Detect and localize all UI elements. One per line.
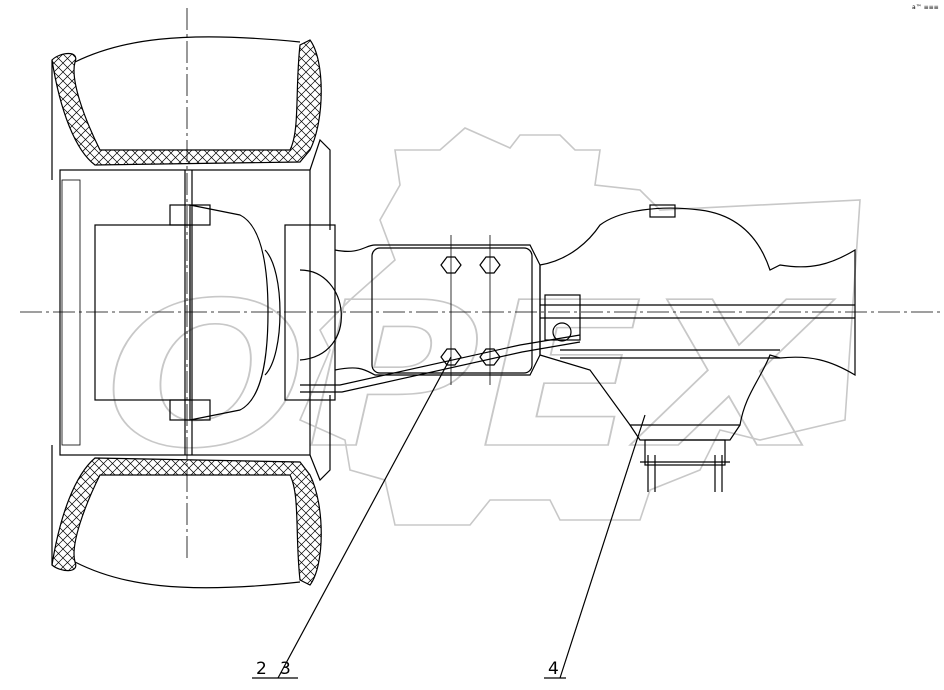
differential-housing — [539, 204, 856, 466]
watermark-gear — [298, 127, 861, 526]
callout-2: 2 — [256, 659, 267, 679]
leader-lines — [252, 356, 646, 679]
callout-4: 4 — [548, 659, 559, 679]
flange — [284, 224, 342, 401]
wheel-rim — [59, 138, 331, 482]
center-lines — [20, 8, 944, 560]
hub-drum — [94, 204, 281, 421]
watermark-logo: OPEX — [104, 259, 836, 494]
callout-3: 3 — [280, 659, 291, 679]
tyre-lower — [51, 445, 322, 589]
fixing-studs — [640, 455, 730, 492]
svg-text:OPEX: OPEX — [105, 260, 835, 493]
tyre-upper — [51, 36, 322, 180]
corner-mark: a™ ≡≡≡ — [912, 4, 939, 11]
